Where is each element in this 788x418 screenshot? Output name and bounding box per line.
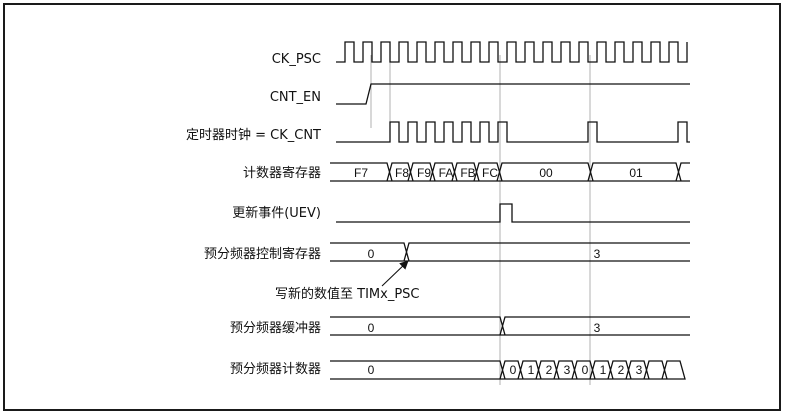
prescaler-buffer-value-3: 3 <box>594 321 601 335</box>
counter-value-fa: FA <box>439 166 454 180</box>
prescaler-buffer-bus <box>330 316 690 336</box>
annotation-arrow <box>381 260 409 287</box>
counter-value-fb: FB <box>460 166 475 180</box>
counter-value-f9: F9 <box>417 166 431 180</box>
prescaler-counter-bus <box>330 360 686 380</box>
prescaler-control-value-3: 3 <box>594 247 601 261</box>
uev-waveform <box>336 203 690 223</box>
ck-cnt-waveform <box>336 121 690 143</box>
prescaler-buffer-label: 预分频器缓冲器 <box>230 321 321 336</box>
prescaler-counter-value: 1 <box>600 363 607 377</box>
cnt-en-waveform <box>336 83 690 105</box>
counter-value-00: 00 <box>539 166 553 180</box>
prescaler-counter-value: 3 <box>564 363 571 377</box>
cnt-en-label: CNT_EN <box>270 90 321 105</box>
prescaler-counter-value: 3 <box>636 363 643 377</box>
prescaler-control-value-0: 0 <box>368 247 375 261</box>
prescaler-counter-value: 0 <box>368 363 375 377</box>
annotation-text: 写新的数值至 TIMx_PSC <box>275 286 420 302</box>
ck-cnt-label: 定时器时钟 = CK_CNT <box>186 127 321 143</box>
prescaler-counter-value: 2 <box>546 363 553 377</box>
prescaler-buffer-value-0: 0 <box>368 321 375 335</box>
prescaler-counter-value: 2 <box>618 363 625 377</box>
counter-value-f7: F7 <box>354 166 368 180</box>
uev-label: 更新事件(UEV) <box>232 205 321 221</box>
prescaler-counter-value: 1 <box>528 363 535 377</box>
prescaler-control-label: 预分频器控制寄存器 <box>204 246 321 262</box>
counter-register-bus <box>330 162 690 182</box>
prescaler-counter-label: 预分频器计数器 <box>230 362 321 377</box>
counter-value-fc: FC <box>482 166 498 180</box>
prescaler-counter-value: 0 <box>582 363 589 377</box>
ck-psc-waveform <box>336 41 688 63</box>
diagram-frame <box>3 3 781 411</box>
counter-register-label: 计数器寄存器 <box>243 165 321 181</box>
prescaler-control-bus <box>330 242 690 262</box>
counter-value-01: 01 <box>629 166 643 180</box>
prescaler-counter-value: 0 <box>510 363 517 377</box>
ck-psc-label: CK_PSC <box>272 52 321 67</box>
counter-value-f8: F8 <box>395 166 409 180</box>
